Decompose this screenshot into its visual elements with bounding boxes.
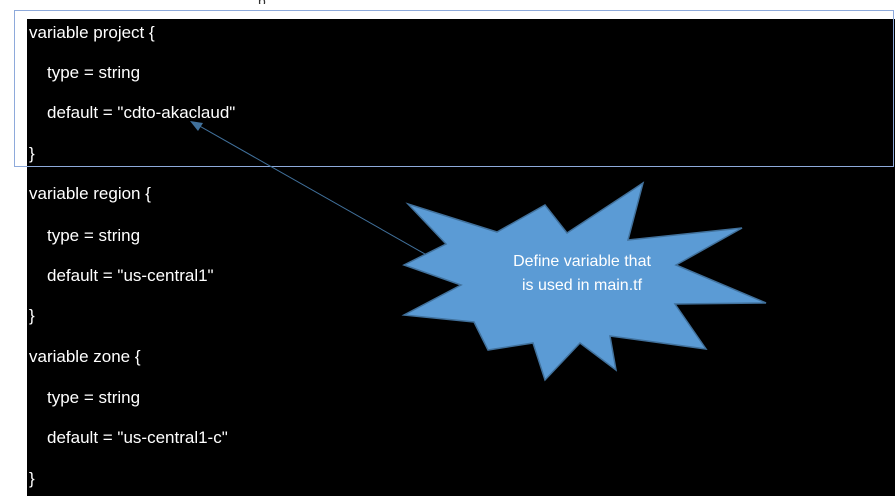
code-line-12: } <box>29 469 35 488</box>
explosion-callout-shape[interactable] <box>401 181 767 382</box>
callout-text: Define variable that is used in main.tf <box>487 250 677 298</box>
code-line-10: type = string <box>47 388 141 407</box>
code-line-2: type = string <box>47 63 141 82</box>
callout-connector-arrowhead <box>190 121 203 131</box>
code-line-8: } <box>29 306 35 325</box>
code-line-3: default = "cdto-akaclaud" <box>47 103 236 122</box>
code-line-5: variable region { <box>29 184 151 203</box>
callout-text-line-1: Define variable that <box>513 253 651 270</box>
code-line-4: } <box>29 144 35 163</box>
code-line-11: default = "us-central1-c" <box>47 428 228 447</box>
code-line-6: type = string <box>47 226 141 245</box>
code-line-7: default = "us-central1" <box>47 266 214 285</box>
callout-text-line-2: is used in main.tf <box>521 277 643 294</box>
callout-connector-line <box>195 123 433 259</box>
top-text-fragment: p <box>258 0 266 4</box>
code-line-9: variable zone { <box>29 347 141 366</box>
code-line-1: variable project { <box>29 23 155 42</box>
